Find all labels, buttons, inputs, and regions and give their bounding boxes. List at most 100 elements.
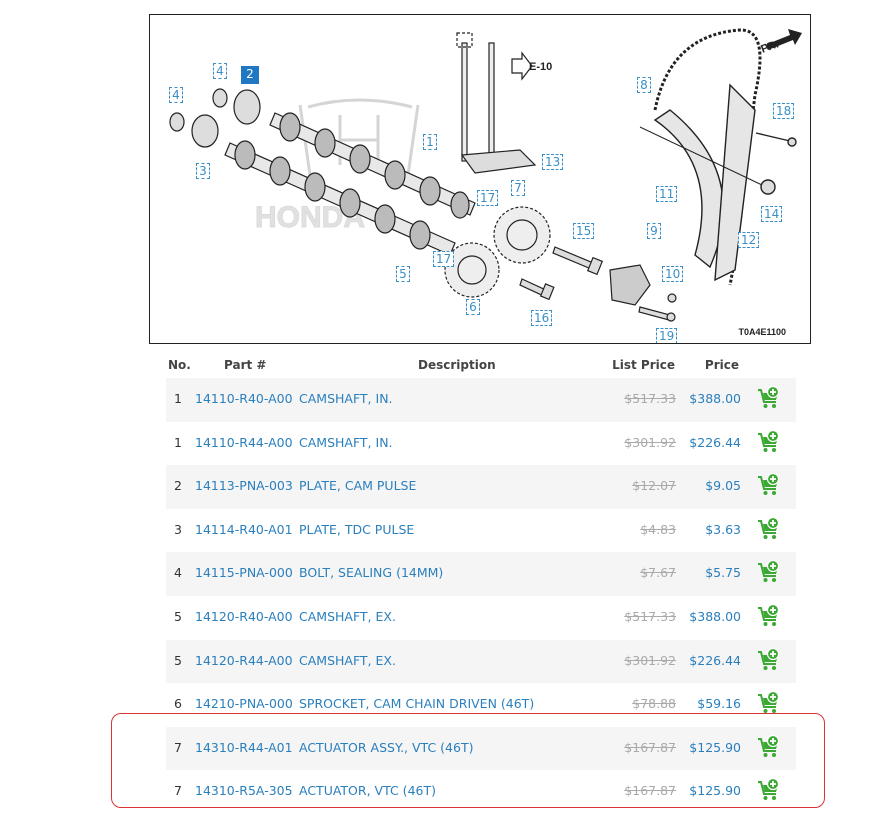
callout-18[interactable]: 18 [773, 103, 795, 119]
description-link[interactable]: SPROCKET, CAM CHAIN DRIVEN (46T) [299, 696, 535, 712]
table-row: 7 14310-R5A-305 ACTUATOR, VTC (46T) $167… [166, 770, 796, 814]
price: $388.00 [689, 608, 741, 624]
callout-19[interactable]: 19 [656, 328, 678, 343]
price: $226.44 [689, 652, 741, 668]
list-price: $78.88 [632, 696, 676, 712]
description-link[interactable]: CAMSHAFT, IN. [299, 434, 393, 450]
callout-6[interactable]: 6 [466, 299, 480, 315]
price: $125.90 [689, 739, 741, 755]
description-link[interactable]: CAMSHAFT, EX. [299, 652, 396, 668]
callout-4[interactable]: 4 [213, 63, 227, 79]
table-row: 5 14120-R44-A00 CAMSHAFT, EX. $301.92 $2… [166, 639, 796, 684]
cell-no: 5 [174, 652, 182, 668]
cell-no: 6 [174, 696, 182, 712]
header-list-price: List Price [612, 358, 675, 372]
description-link[interactable]: ACTUATOR ASSY., VTC (46T) [299, 739, 474, 755]
callout-5[interactable]: 5 [396, 266, 410, 282]
callout-1[interactable]: 1 [423, 134, 437, 150]
cell-no: 3 [174, 521, 182, 537]
cell-no: 5 [174, 608, 182, 624]
add-to-cart-icon[interactable] [757, 691, 781, 715]
callout-12[interactable]: 12 [738, 232, 760, 248]
description-link[interactable]: PLATE, TDC PULSE [299, 521, 415, 537]
add-to-cart-icon[interactable] [757, 386, 781, 410]
parts-table: No. Part # Description List Price Price … [166, 352, 796, 814]
add-to-cart-icon[interactable] [757, 473, 781, 497]
list-price: $517.33 [624, 608, 676, 624]
cell-no: 1 [174, 434, 182, 450]
part-number-link[interactable]: 14310-R5A-305 [195, 783, 293, 799]
price: $59.16 [697, 696, 741, 712]
callout-10[interactable]: 10 [662, 266, 684, 282]
callout-11[interactable]: 11 [656, 186, 678, 202]
header-no: No. [168, 358, 191, 372]
callout-8[interactable]: 8 [637, 77, 651, 93]
callout-14[interactable]: 14 [761, 206, 783, 222]
callout-7[interactable]: 7 [511, 180, 525, 196]
table-body: 1 14110-R40-A00 CAMSHAFT, IN. $517.33 $3… [166, 378, 796, 814]
price: $226.44 [689, 434, 741, 450]
part-number-link[interactable]: 14210-PNA-000 [195, 696, 293, 712]
callout-17[interactable]: 17 [433, 251, 455, 267]
price: $125.90 [689, 783, 741, 799]
parts-diagram: HONDA [149, 14, 811, 344]
add-to-cart-icon[interactable] [757, 429, 781, 454]
list-price: $167.87 [624, 739, 676, 755]
cell-no: 4 [174, 565, 182, 581]
add-to-cart-icon[interactable] [757, 603, 781, 628]
callout-13[interactable]: 13 [542, 154, 564, 170]
callout-3[interactable]: 3 [196, 163, 210, 179]
table-row: 4 14115-PNA-000 BOLT, SEALING (14MM) $7.… [166, 552, 796, 596]
callout-16[interactable]: 16 [531, 310, 553, 326]
description-link[interactable]: ACTUATOR, VTC (46T) [299, 783, 436, 799]
list-price: $4.83 [640, 521, 676, 537]
table-row: 7 14310-R44-A01 ACTUATOR ASSY., VTC (46T… [166, 726, 796, 771]
add-to-cart-icon[interactable] [757, 516, 781, 541]
table-row: 2 14113-PNA-003 PLATE, CAM PULSE $12.07 … [166, 465, 796, 509]
diagram-drawing: HONDA [169, 28, 802, 322]
part-number-link[interactable]: 14310-R44-A01 [195, 739, 293, 755]
description-link[interactable]: CAMSHAFT, IN. [299, 391, 393, 406]
part-number-link[interactable]: 14115-PNA-000 [195, 565, 293, 581]
description-link[interactable]: BOLT, SEALING (14MM) [299, 565, 444, 581]
header-price: Price [704, 358, 739, 372]
ref-arrow-icon [511, 51, 533, 81]
table-header: No. Part # Description List Price Price [166, 352, 796, 378]
list-price: $301.92 [624, 652, 676, 668]
callout-9[interactable]: 9 [647, 223, 661, 239]
cell-no: 7 [174, 783, 182, 799]
callout-2-selected[interactable]: 2 [241, 66, 259, 84]
list-price: $12.07 [632, 478, 676, 494]
camshafts [224, 112, 476, 256]
list-price: $7.67 [640, 565, 676, 581]
part-number-link[interactable]: 14120-R44-A00 [195, 652, 293, 668]
header-part: Part # [224, 358, 267, 372]
callout-17[interactable]: 17 [477, 190, 499, 206]
table-row: 1 14110-R40-A00 CAMSHAFT, IN. $517.33 $3… [166, 378, 796, 422]
table-row: 1 14110-R44-A00 CAMSHAFT, IN. $301.92 $2… [166, 422, 796, 466]
callout-4[interactable]: 4 [169, 87, 183, 103]
part-number-link[interactable]: 14110-R40-A00 [195, 391, 293, 406]
price: $388.00 [689, 391, 741, 406]
diagram-code: T0A4E1100 [738, 327, 786, 337]
price: $5.75 [705, 565, 741, 581]
list-price: $517.33 [624, 391, 676, 406]
add-to-cart-icon[interactable] [757, 647, 781, 672]
add-to-cart-icon[interactable] [757, 560, 781, 584]
part-number-link[interactable]: 14114-R40-A01 [195, 521, 293, 537]
part-number-link[interactable]: 14110-R44-A00 [195, 434, 293, 450]
ref-label: E-10 [529, 61, 553, 73]
part-number-link[interactable]: 14113-PNA-003 [195, 478, 293, 494]
description-link[interactable]: PLATE, CAM PULSE [299, 478, 417, 494]
add-to-cart-icon[interactable] [757, 734, 781, 759]
description-link[interactable]: CAMSHAFT, EX. [299, 608, 396, 624]
part-number-link[interactable]: 14120-R40-A00 [195, 608, 293, 624]
price: $9.05 [705, 478, 741, 494]
table-row: 5 14120-R40-A00 CAMSHAFT, EX. $517.33 $3… [166, 596, 796, 640]
add-to-cart-icon[interactable] [757, 778, 781, 802]
cell-no: 2 [174, 478, 182, 494]
cell-no: 7 [174, 739, 182, 755]
list-price: $167.87 [624, 783, 676, 799]
callout-15[interactable]: 15 [573, 223, 595, 239]
table-row: 3 14114-R40-A01 PLATE, TDC PULSE $4.83 $… [166, 509, 796, 553]
